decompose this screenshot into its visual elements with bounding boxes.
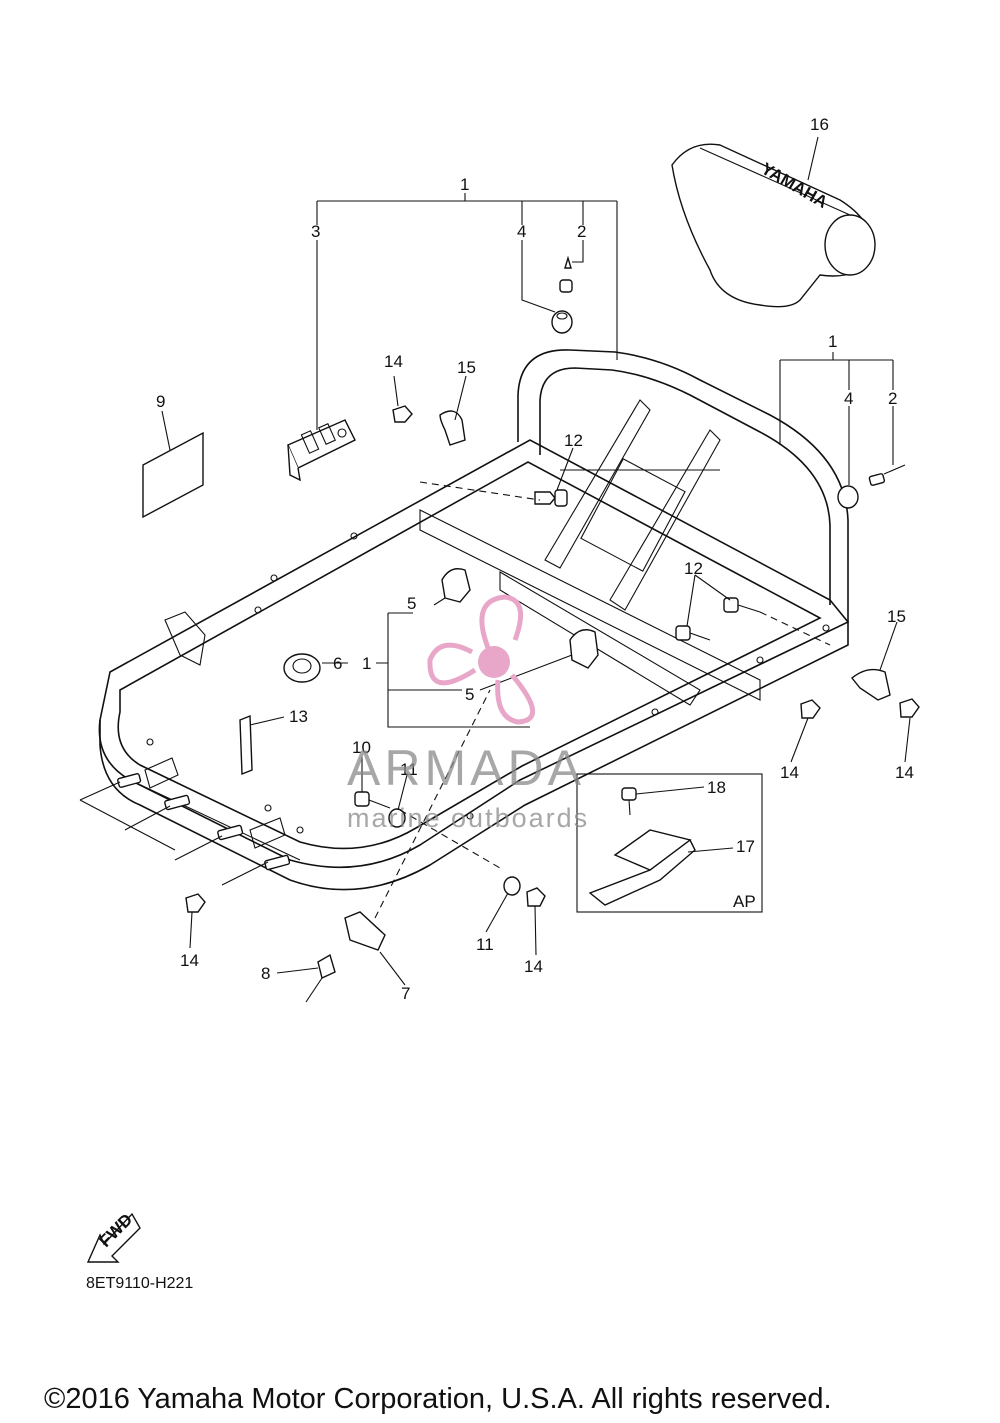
callout-10: 10 — [352, 738, 371, 757]
frame-assembly — [98, 349, 850, 891]
callout-15-top: 15 — [457, 358, 476, 377]
watermark-brand: ARMADA — [347, 740, 585, 796]
callout-17: 17 — [736, 837, 755, 856]
callout-16: 16 — [810, 115, 829, 134]
callout-2-top: 2 — [577, 222, 586, 241]
frame-holes — [146, 532, 830, 834]
callout-4-top: 4 — [517, 222, 526, 241]
callout-14-right-a: 14 — [780, 763, 799, 782]
callout-1-mid: 1 — [362, 654, 371, 673]
armada-watermark: ARMADA marine outboards — [347, 594, 589, 833]
callout-15-right: 15 — [887, 607, 906, 626]
small-parts — [185, 255, 920, 1003]
callout-5-upper: 5 — [407, 594, 416, 613]
ap-label: AP — [733, 892, 756, 911]
control-box — [287, 419, 356, 482]
callout-2-right: 2 — [888, 389, 897, 408]
diagram-code: 8ET9110-H221 — [86, 1275, 193, 1292]
callout-1-right: 1 — [828, 332, 837, 351]
fwd-arrow-icon: FWD — [86, 1210, 141, 1263]
callout-14-right-b: 14 — [895, 763, 914, 782]
callout-4-right: 4 — [844, 389, 853, 408]
callout-11-bottom: 11 — [476, 935, 494, 954]
callout-12-right: 12 — [684, 559, 703, 578]
callout-6: 6 — [333, 654, 342, 673]
callout-3: 3 — [311, 222, 320, 241]
callout-9: 9 — [156, 392, 165, 411]
callout-18: 18 — [707, 778, 726, 797]
callout-7: 7 — [401, 984, 410, 1003]
callout-8: 8 — [261, 964, 270, 983]
callout-1-top: 1 — [460, 175, 469, 194]
callout-14-top: 14 — [384, 352, 403, 371]
callout-11-left: 11 — [400, 760, 418, 779]
callout-12-top: 12 — [564, 431, 583, 450]
leader-lines — [161, 136, 911, 986]
propeller-logo — [427, 594, 536, 725]
handle-cover: YAMAHA — [671, 143, 876, 308]
callouts: 1 3 4 2 16 1 4 2 9 14 15 12 12 15 5 6 1 … — [156, 115, 914, 1003]
label-sheet — [142, 431, 204, 519]
callout-5-lower: 5 — [465, 685, 474, 704]
copyright-notice: ©2016 Yamaha Motor Corporation, U.S.A. A… — [44, 1383, 832, 1415]
callout-14-left: 14 — [180, 951, 199, 970]
studs — [79, 773, 291, 886]
callout-13: 13 — [289, 707, 308, 726]
ap-inset — [576, 773, 763, 913]
callout-14-bottom: 14 — [524, 957, 543, 976]
watermark-tagline: marine outboards — [347, 803, 589, 833]
